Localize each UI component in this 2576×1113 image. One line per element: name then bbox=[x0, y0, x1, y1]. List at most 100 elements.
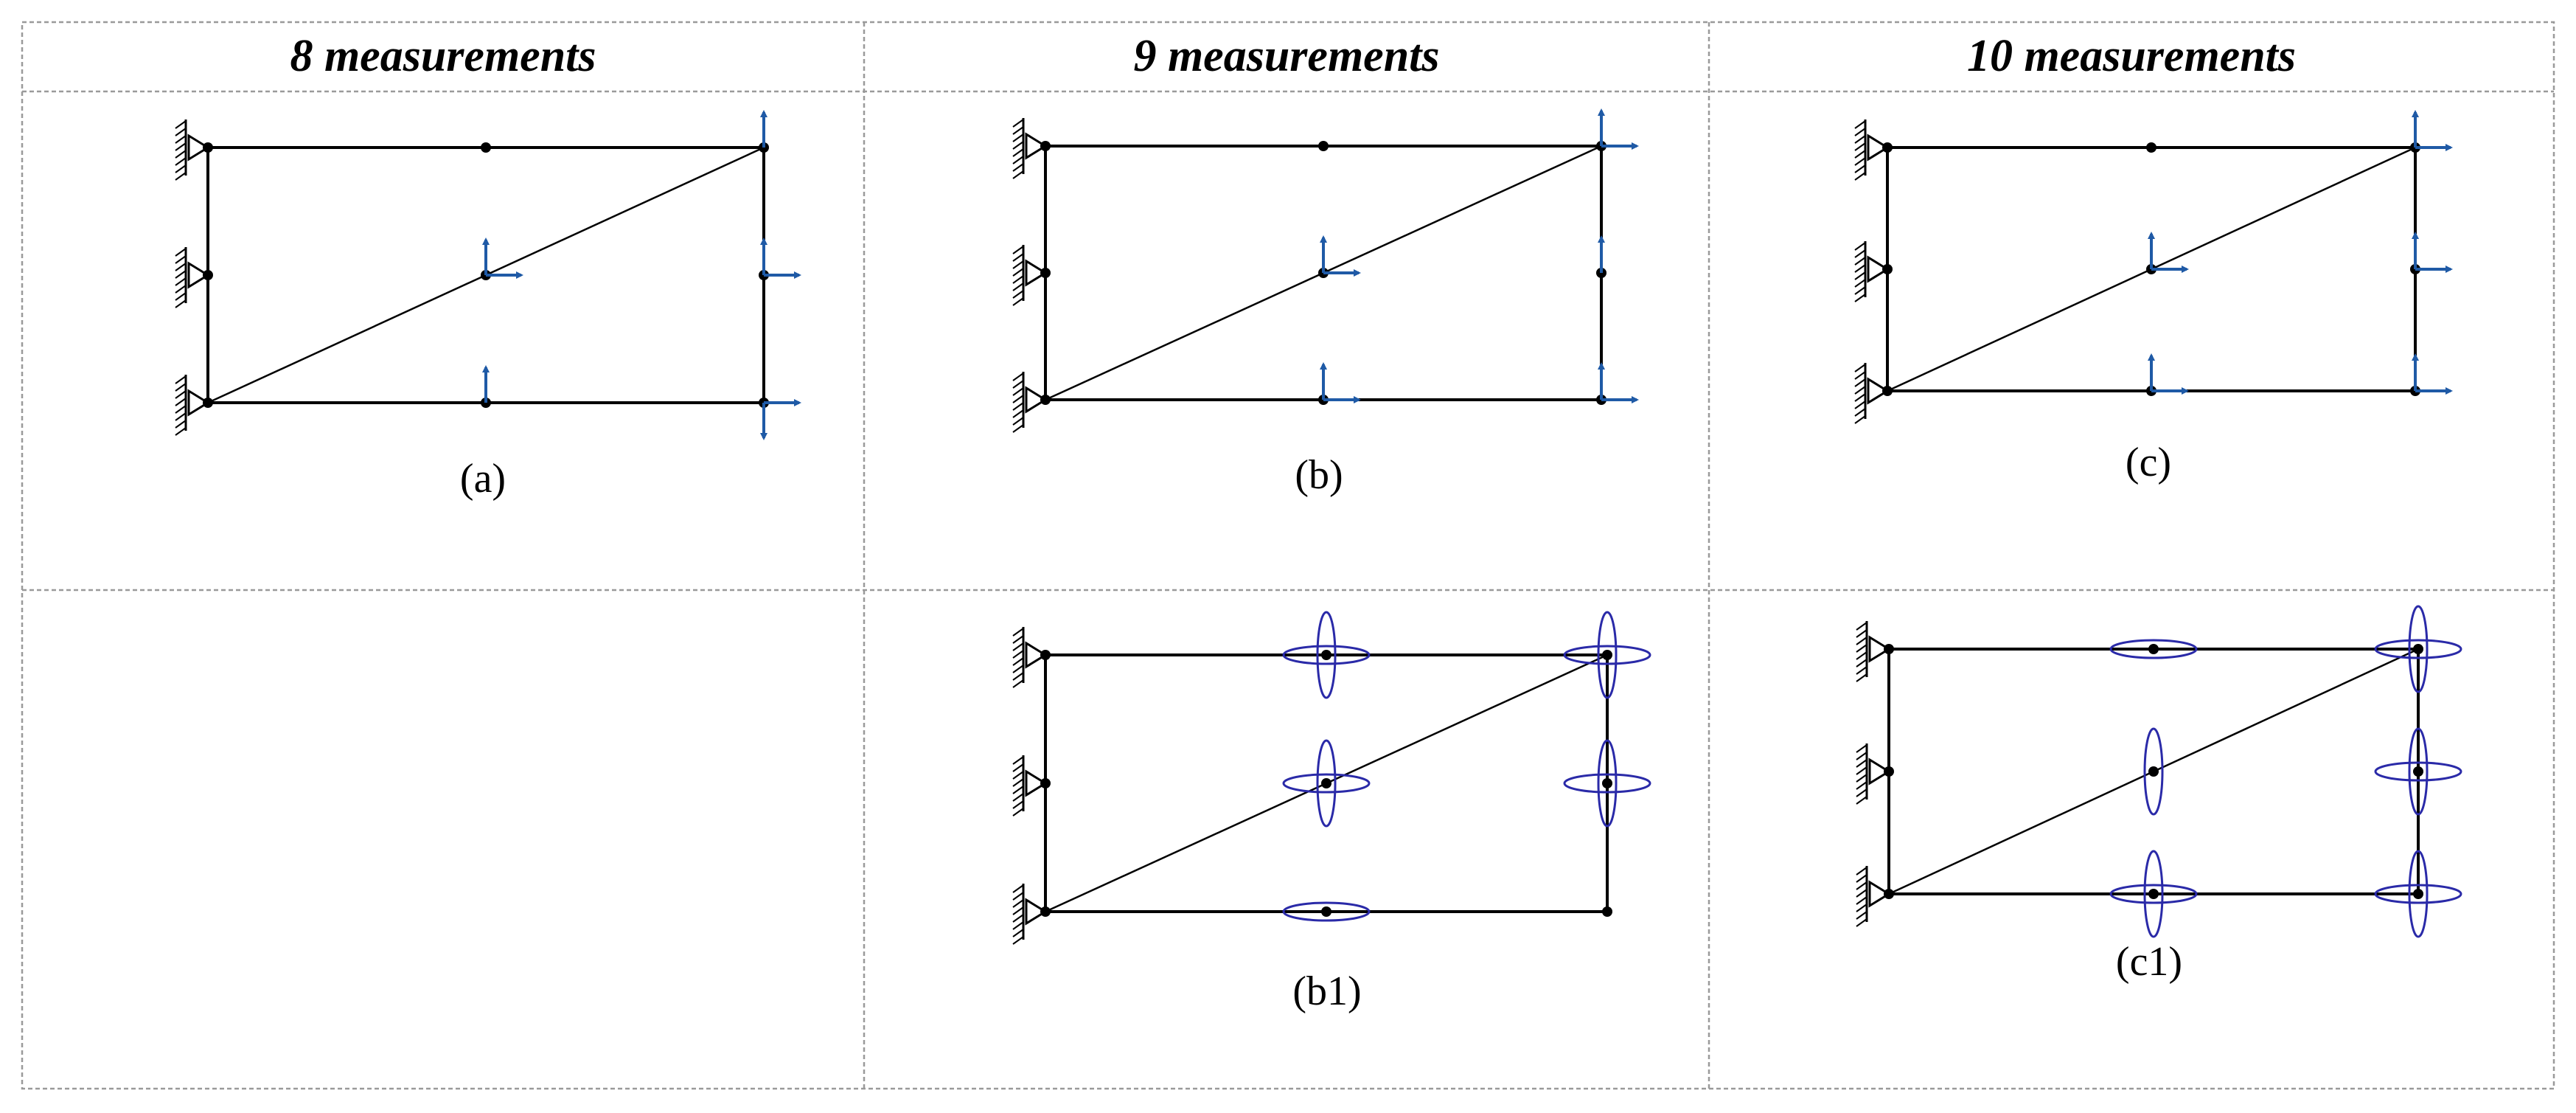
support-hatch bbox=[1012, 126, 1024, 135]
support-hatch bbox=[175, 412, 187, 421]
node-dot bbox=[1040, 395, 1051, 405]
node-dot bbox=[1040, 906, 1051, 917]
support-hatch bbox=[1854, 386, 1866, 395]
support-triangle-icon bbox=[1025, 386, 1048, 414]
node-dot bbox=[481, 142, 491, 153]
support-hatch bbox=[1854, 364, 1866, 372]
support-hatch bbox=[175, 150, 187, 159]
node-dot bbox=[2148, 766, 2159, 777]
panel-label-c1: (c1) bbox=[2116, 939, 2182, 985]
support-hatch bbox=[1012, 395, 1024, 403]
support-hatch bbox=[1012, 402, 1024, 411]
support-hatch bbox=[1012, 409, 1024, 418]
support-hatch bbox=[1856, 752, 1867, 760]
support-hatch bbox=[1012, 163, 1024, 172]
support-hatch bbox=[1012, 793, 1024, 802]
support-hatch bbox=[1854, 378, 1866, 387]
support-hatch bbox=[175, 277, 187, 286]
uncertainty-ellipse-horizontal bbox=[1563, 645, 1651, 665]
uncertainty-ellipse-horizontal bbox=[2109, 884, 2198, 904]
support-hatch bbox=[175, 420, 187, 429]
support-triangle-icon bbox=[1867, 377, 1890, 405]
support-hatch bbox=[1012, 170, 1024, 179]
support-hatch bbox=[175, 135, 187, 144]
uncertainty-ellipse-vertical bbox=[1597, 739, 1618, 828]
support-hatch bbox=[1012, 628, 1024, 637]
support-hatch bbox=[1012, 650, 1024, 659]
support-hatch bbox=[1854, 264, 1866, 273]
support-hatch bbox=[1012, 778, 1024, 787]
support-hatch bbox=[175, 142, 187, 151]
header-10-measurements: 10 measurements bbox=[1967, 31, 2296, 81]
support-hatch bbox=[1012, 297, 1024, 306]
support-hatch bbox=[175, 263, 187, 271]
node-dot bbox=[1884, 766, 1894, 777]
support-hatch bbox=[1012, 771, 1024, 780]
uncertainty-ellipse-vertical bbox=[1316, 739, 1337, 828]
panel-label-c: (c) bbox=[2126, 440, 2171, 485]
node-dot bbox=[1040, 141, 1051, 151]
support-hatch bbox=[1012, 808, 1024, 816]
node-dot bbox=[1318, 141, 1329, 151]
support-triangle-icon bbox=[1025, 132, 1048, 160]
node-dot bbox=[1040, 778, 1051, 788]
node-dot bbox=[2146, 142, 2156, 153]
support-hatch bbox=[1012, 282, 1024, 291]
support-hatch bbox=[1854, 128, 1866, 136]
support-hatch bbox=[1856, 904, 1867, 912]
uncertainty-ellipse-horizontal bbox=[1563, 773, 1651, 794]
support-hatch bbox=[1012, 642, 1024, 651]
support-hatch bbox=[1012, 417, 1024, 426]
support-hatch bbox=[1854, 286, 1866, 295]
node-dot bbox=[1884, 644, 1894, 654]
support-hatch bbox=[1856, 673, 1867, 682]
support-hatch bbox=[1854, 401, 1866, 409]
support-hatch bbox=[1854, 393, 1866, 402]
support-hatch bbox=[1012, 268, 1024, 277]
uncertainty-ellipse-horizontal bbox=[2374, 761, 2462, 782]
panel-c1 bbox=[1856, 605, 2462, 938]
support-hatch bbox=[1856, 759, 1867, 768]
support-hatch bbox=[1856, 629, 1867, 638]
support-hatch bbox=[1012, 156, 1024, 164]
node-dot bbox=[1040, 268, 1051, 278]
support-hatch bbox=[175, 248, 187, 257]
support-hatch bbox=[175, 299, 187, 308]
support-hatch bbox=[1012, 275, 1024, 284]
support-hatch bbox=[1856, 766, 1867, 775]
support-hatch bbox=[175, 285, 187, 294]
support-triangle-icon bbox=[187, 134, 210, 162]
support-hatch bbox=[1856, 788, 1867, 797]
support-hatch bbox=[1012, 921, 1024, 930]
uncertainty-ellipse-horizontal bbox=[2109, 639, 2198, 659]
uncertainty-ellipse-vertical bbox=[2408, 850, 2429, 938]
support-hatch bbox=[1854, 142, 1866, 151]
support-triangle-icon bbox=[1868, 635, 1891, 663]
support-hatch bbox=[1854, 172, 1866, 181]
support-hatch bbox=[1856, 774, 1867, 783]
support-hatch bbox=[1856, 918, 1867, 927]
support-hatch bbox=[175, 157, 187, 166]
support-triangle-icon bbox=[1025, 641, 1048, 669]
support-hatch bbox=[1012, 260, 1024, 269]
uncertainty-ellipse-vertical bbox=[2408, 605, 2429, 693]
support-triangle-icon bbox=[187, 389, 210, 417]
support-hatch bbox=[175, 390, 187, 399]
uncertainty-ellipse-horizontal bbox=[1282, 645, 1371, 665]
support-hatch bbox=[1856, 796, 1867, 805]
support-hatch bbox=[1854, 164, 1866, 173]
support-hatch bbox=[175, 172, 187, 181]
uncertainty-ellipse-horizontal bbox=[2374, 639, 2462, 659]
support-triangle-icon bbox=[1025, 769, 1048, 797]
panel-b bbox=[1012, 108, 1639, 433]
support-hatch bbox=[1012, 899, 1024, 908]
node-dot bbox=[1602, 906, 1612, 917]
support-hatch bbox=[175, 405, 187, 414]
panel-label-b: (b) bbox=[1295, 452, 1343, 498]
support-hatch bbox=[1856, 651, 1867, 660]
node-dot bbox=[1882, 264, 1893, 274]
node-dot bbox=[1882, 386, 1893, 396]
support-hatch bbox=[1854, 249, 1866, 258]
support-hatch bbox=[1854, 150, 1866, 159]
support-hatch bbox=[1854, 157, 1866, 166]
